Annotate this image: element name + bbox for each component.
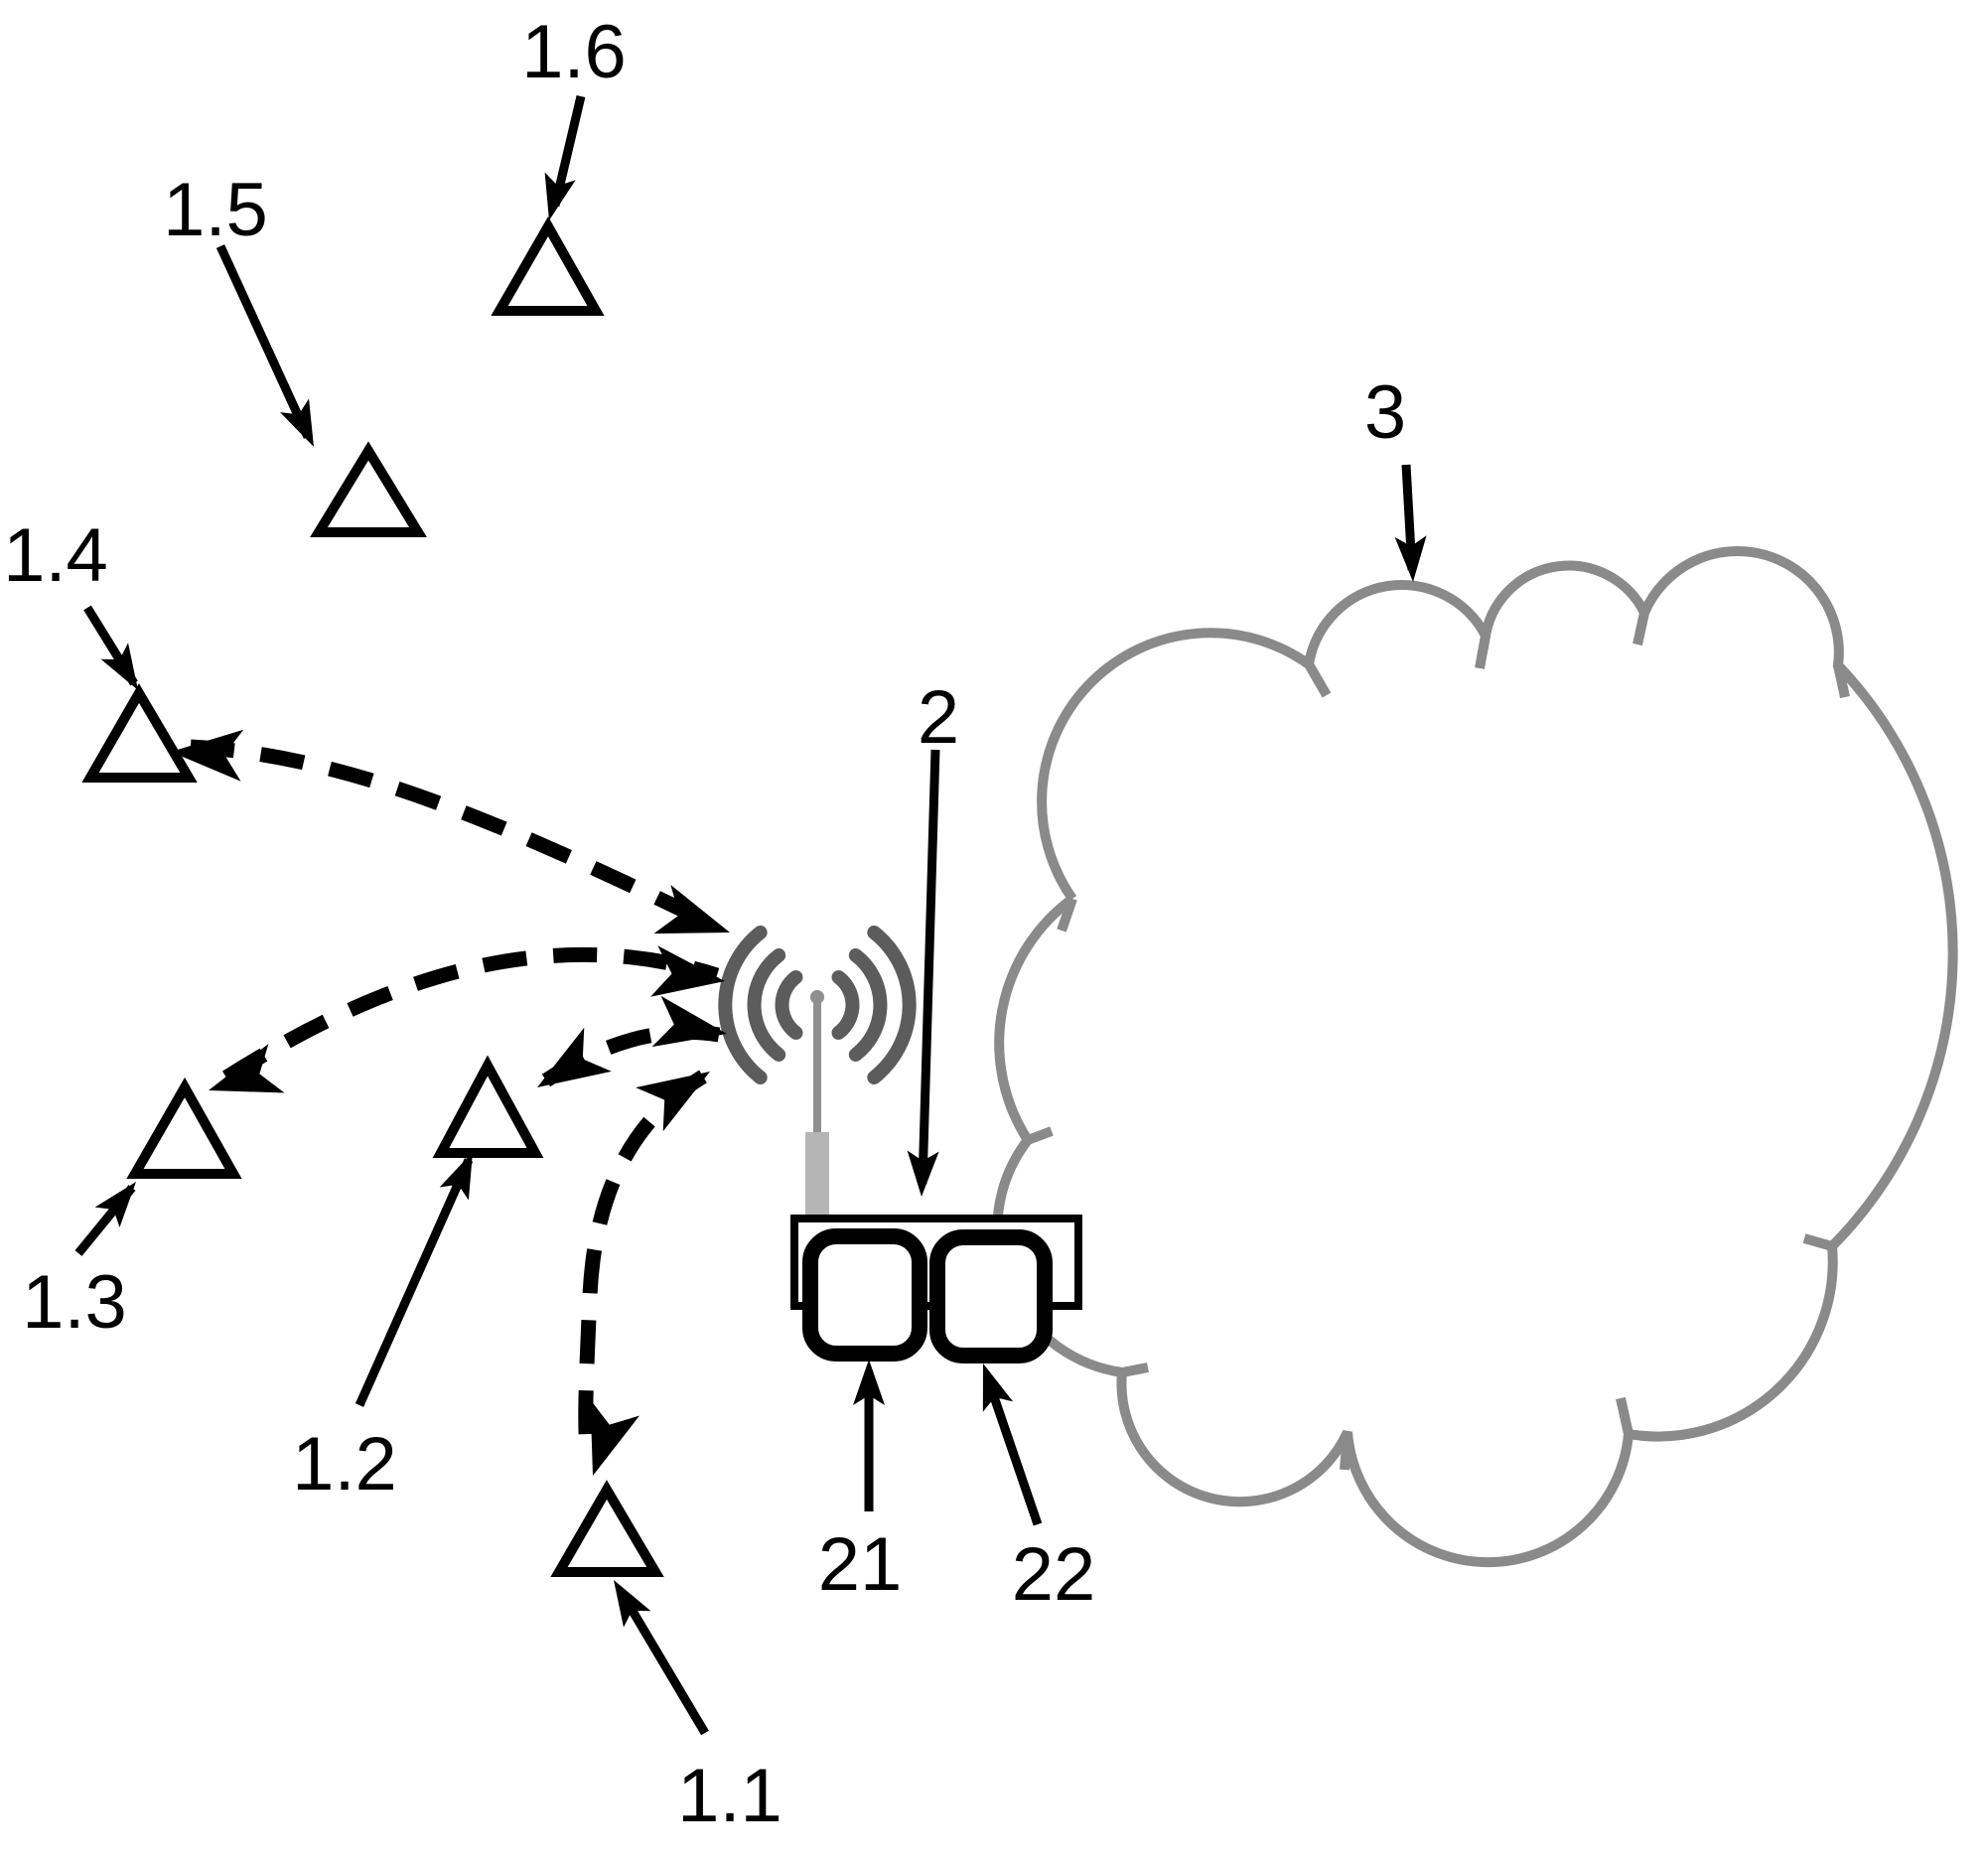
dashed-link-1-4: [171, 729, 730, 934]
cloud-outline: [992, 546, 1958, 1568]
wifi-wave-right-outer: [867, 926, 917, 1084]
label-node-1-1: 1.1: [677, 1754, 782, 1838]
lead-arrow-21: [853, 1360, 885, 1511]
reference-arrows: [74, 94, 1427, 1736]
label-node-1-3: 1.3: [22, 1260, 127, 1345]
lead-arrow-1-6: [544, 94, 586, 220]
label-node-1-5: 1.5: [163, 168, 268, 252]
sensor-node-1-4-icon: [81, 683, 198, 783]
lead-arrow-1-4: [83, 605, 138, 690]
arrowhead-to-node-1-4-icon: [171, 729, 244, 782]
sensor-node-1-1-icon: [550, 1480, 664, 1577]
module-22-box: [929, 1229, 1053, 1363]
dashed-link-1-2: [537, 995, 727, 1087]
gateway-device: [790, 1215, 1082, 1363]
arrowhead-to-antenna-3-icon: [651, 995, 727, 1048]
wifi-wave-left-inner: [775, 970, 803, 1040]
sensor-node-1-5-icon: [310, 441, 427, 537]
reference-labels: 1.6 1.5 1.4 1.3 1.2 1.1 2 3 21 22: [3, 10, 1406, 1838]
wifi-wave-left-outer: [718, 926, 768, 1084]
arrowhead-to-antenna-2-icon: [650, 945, 725, 997]
lead-arrow-1-3: [74, 1182, 136, 1256]
label-module-22: 22: [1012, 1532, 1096, 1617]
label-network-3: 3: [1364, 370, 1406, 455]
label-node-1-6: 1.6: [521, 10, 627, 94]
arrowhead-to-antenna-4-icon: [636, 1072, 710, 1132]
lead-arrow-1-2: [355, 1152, 474, 1407]
arrowhead-to-node-1-3-icon: [209, 1044, 285, 1093]
arrowhead-to-node-1-2-icon: [537, 1027, 612, 1087]
wifi-antenna-icon: [718, 926, 917, 1226]
label-node-1-2: 1.2: [292, 1422, 397, 1506]
label-node-1-4: 1.4: [3, 513, 108, 598]
sensor-node-1-2-icon: [432, 1055, 544, 1158]
label-gateway-2: 2: [918, 675, 959, 760]
cloud-icon: [992, 546, 1958, 1568]
lead-arrow-1-5: [215, 244, 314, 447]
dashed-link-1-3: [209, 945, 725, 1093]
module-21-box: [802, 1228, 927, 1362]
antenna-tip-dot: [810, 990, 824, 1004]
cloud-cusp-stubs: [1026, 611, 1850, 1471]
lead-arrow-2: [907, 749, 940, 1197]
arrowhead-to-antenna-1-icon: [653, 884, 730, 934]
wifi-wave-left-mid: [747, 948, 786, 1062]
arrowhead-to-node-1-1-icon: [590, 1399, 639, 1476]
lead-arrow-1-1: [614, 1580, 709, 1736]
sensor-nodes: [81, 215, 664, 1577]
label-module-21: 21: [818, 1522, 903, 1607]
sensor-node-1-3-icon: [126, 1076, 242, 1179]
radio-links: [171, 729, 730, 1476]
wifi-wave-right-inner: [831, 970, 860, 1040]
lead-arrow-22: [982, 1363, 1043, 1526]
sensor-node-1-6-icon: [491, 215, 605, 316]
antenna-mast-base: [805, 1132, 829, 1226]
antenna-mast: [813, 1001, 821, 1140]
wifi-wave-right-mid: [848, 948, 888, 1062]
lead-arrow-3: [1394, 464, 1427, 582]
dashed-link-1-1: [578, 1070, 710, 1476]
